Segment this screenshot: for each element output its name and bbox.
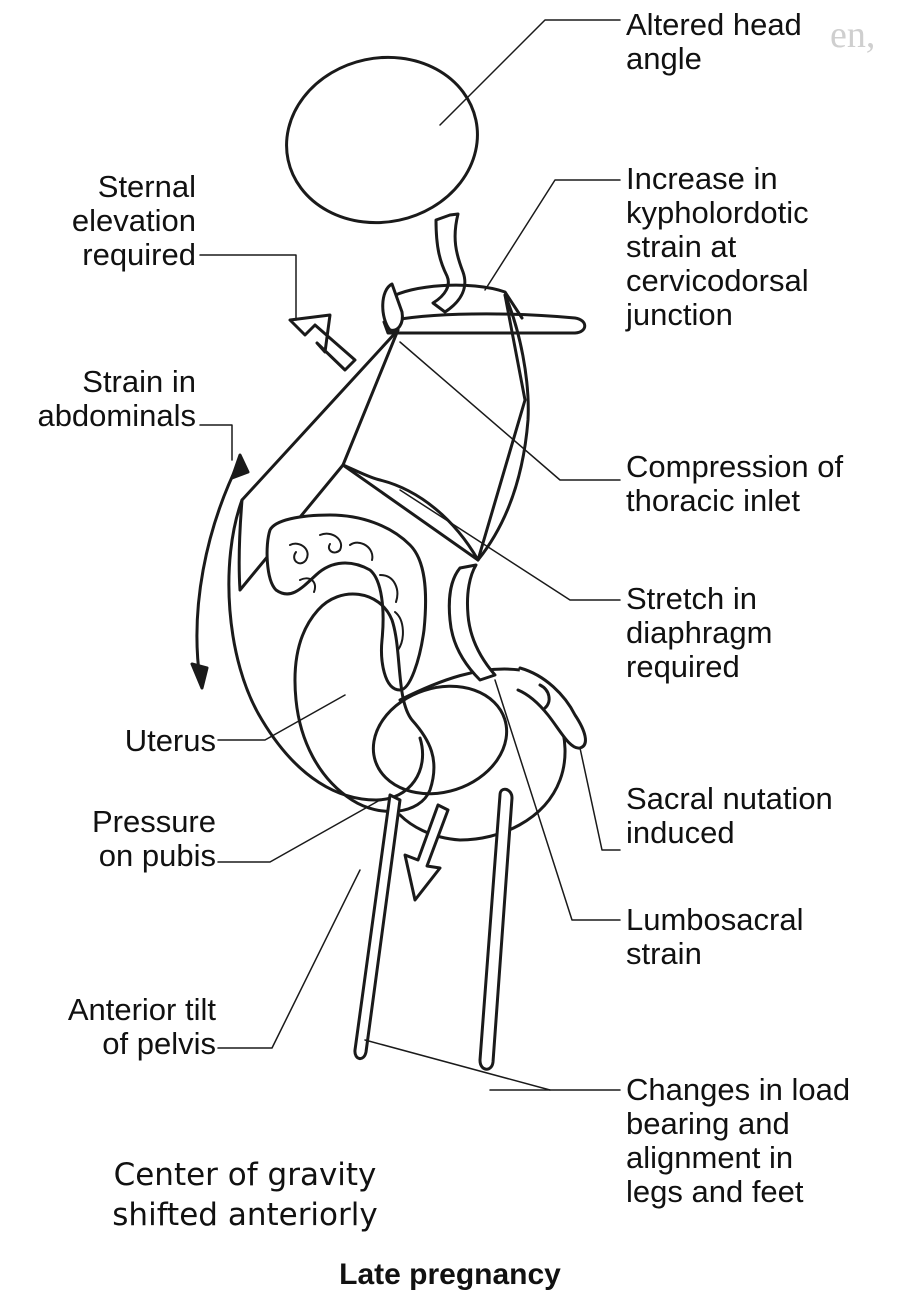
center-of-gravity-arrow (405, 805, 448, 900)
sacrum (518, 668, 585, 748)
leader-abdominals (200, 425, 232, 460)
lumbar-spine (449, 565, 495, 680)
pelvis-ring (359, 670, 520, 811)
leader-compression (400, 342, 620, 480)
head-shape (271, 40, 493, 240)
leader-sacral (580, 748, 620, 850)
clavicle (384, 314, 585, 333)
leader-kypholordotic (485, 180, 620, 290)
arrowhead-top (232, 455, 248, 478)
sternal-arrow (290, 315, 355, 370)
leader-pelvis (218, 870, 360, 1048)
leader-pubis (218, 800, 380, 862)
arrowhead-bottom (192, 664, 207, 688)
label-uterus: Uterus (125, 724, 216, 758)
leg-front (355, 795, 400, 1059)
leg-back (480, 789, 512, 1069)
cervical-spine (433, 214, 465, 312)
leader-sternal (200, 255, 296, 320)
leader-altered-head (440, 20, 620, 125)
thorax-back (478, 295, 528, 560)
scapula (383, 284, 403, 330)
leader-uterus (218, 695, 345, 740)
intestines (267, 515, 426, 690)
figure-title: Late pregnancy (250, 1258, 650, 1292)
